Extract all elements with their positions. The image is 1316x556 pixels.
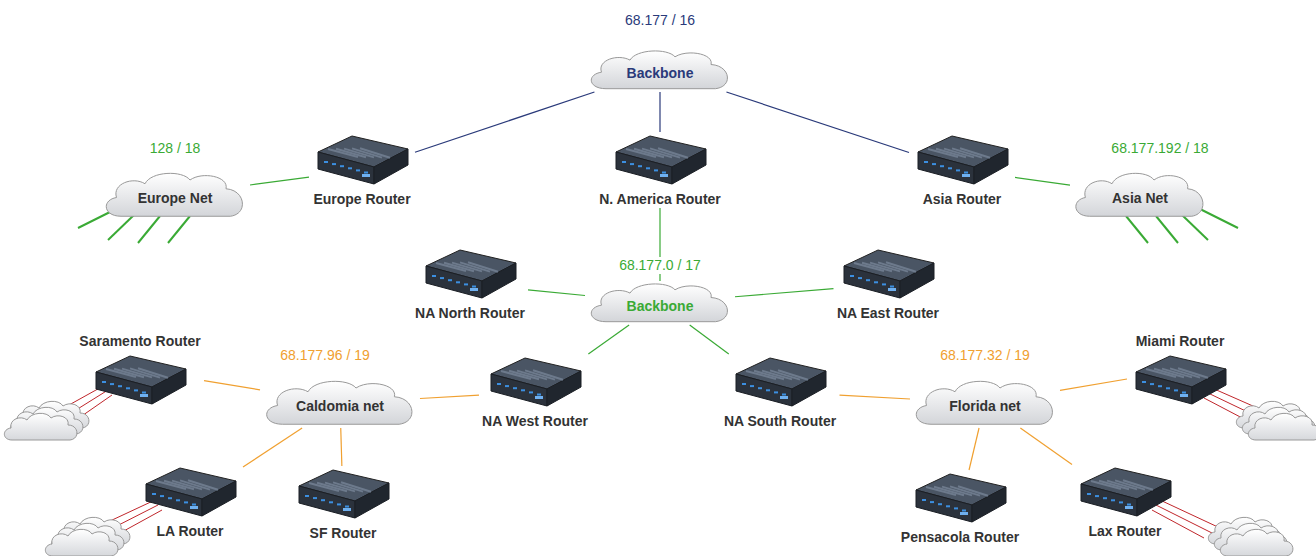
router: SF Router <box>290 466 396 542</box>
network-link <box>1060 379 1127 390</box>
network-cloud: Backbone <box>585 48 735 92</box>
network-link <box>415 92 594 152</box>
network-link <box>735 289 834 297</box>
router-icon <box>485 354 585 410</box>
router-label: Europe Router <box>309 190 415 208</box>
network-cloud: Caldomia net <box>260 378 420 428</box>
network-link <box>250 177 309 185</box>
router-label: Asia Router <box>909 190 1015 208</box>
router-label: Pensacola Router <box>898 528 1023 546</box>
network-link <box>659 92 660 132</box>
cloud-label: Backbone <box>585 65 735 81</box>
network-link <box>528 290 585 296</box>
network-link <box>420 395 479 398</box>
cloud-label: Backbone <box>585 298 735 314</box>
router-icon <box>420 246 520 302</box>
network-link <box>690 325 729 354</box>
router: Miami Router <box>1127 332 1233 408</box>
router-icon <box>1130 352 1230 408</box>
network-link <box>726 92 909 152</box>
network-cloud: Asia Net <box>1070 170 1210 220</box>
router: NA South Router <box>721 354 840 430</box>
router: Saramento Router <box>76 332 204 408</box>
router-label: NA North Router <box>412 304 528 322</box>
router: Europe Router <box>309 132 415 208</box>
network-link <box>969 428 979 470</box>
router-label: LA Router <box>137 522 243 540</box>
router-label: NA East Router <box>834 304 943 322</box>
router-label: NA West Router <box>479 412 591 430</box>
router: Asia Router <box>909 132 1015 208</box>
router-label: N. America Router <box>596 190 724 208</box>
subnet-label: 68.177 / 16 <box>622 12 698 29</box>
network-link <box>1020 428 1072 465</box>
router-icon <box>1075 464 1175 520</box>
cloud-label: Florida net <box>910 398 1060 414</box>
router-label: SF Router <box>290 524 396 542</box>
router: Pensacola Router <box>898 470 1023 546</box>
subnet-label: 68.177.0 / 17 <box>616 257 704 274</box>
router-label: NA South Router <box>721 412 840 430</box>
router-icon <box>912 132 1012 188</box>
cloud-label: Europe Net <box>100 190 250 206</box>
access-clouds <box>4 401 1316 556</box>
router: Lax Router <box>1072 464 1178 540</box>
subnet-label: 68.177.32 / 19 <box>937 347 1033 364</box>
cloud-label: Caldomia net <box>260 398 420 414</box>
subnet-label: 68.177.192 / 18 <box>1108 140 1211 157</box>
subnet-label: 68.177.96 / 19 <box>277 347 373 364</box>
router-icon <box>838 246 938 302</box>
network-cloud: Florida net <box>910 378 1060 428</box>
router-icon <box>90 352 190 408</box>
network-link <box>840 395 911 399</box>
router-icon <box>140 464 240 520</box>
router-icon <box>312 132 412 188</box>
router-icon <box>910 470 1010 526</box>
network-link <box>588 325 629 354</box>
network-cloud: Europe Net <box>100 170 250 220</box>
router-label: Miami Router <box>1127 332 1233 350</box>
router: NA West Router <box>479 354 591 430</box>
router: LA Router <box>137 464 243 540</box>
network-link <box>204 381 260 390</box>
router-icon <box>293 466 393 522</box>
router-icon <box>730 354 830 410</box>
access-wires <box>60 385 1262 538</box>
router: NA North Router <box>412 246 528 322</box>
network-link <box>243 428 302 467</box>
router-icon <box>610 132 710 188</box>
network-link <box>341 428 342 466</box>
subnet-label: 128 / 18 <box>147 140 204 157</box>
network-link <box>1015 177 1070 185</box>
router: NA East Router <box>834 246 943 322</box>
cloud-label: Asia Net <box>1070 190 1210 206</box>
router: N. America Router <box>596 132 724 208</box>
router-label: Saramento Router <box>76 332 204 350</box>
router-label: Lax Router <box>1072 522 1178 540</box>
network-cloud: Backbone <box>585 281 735 325</box>
